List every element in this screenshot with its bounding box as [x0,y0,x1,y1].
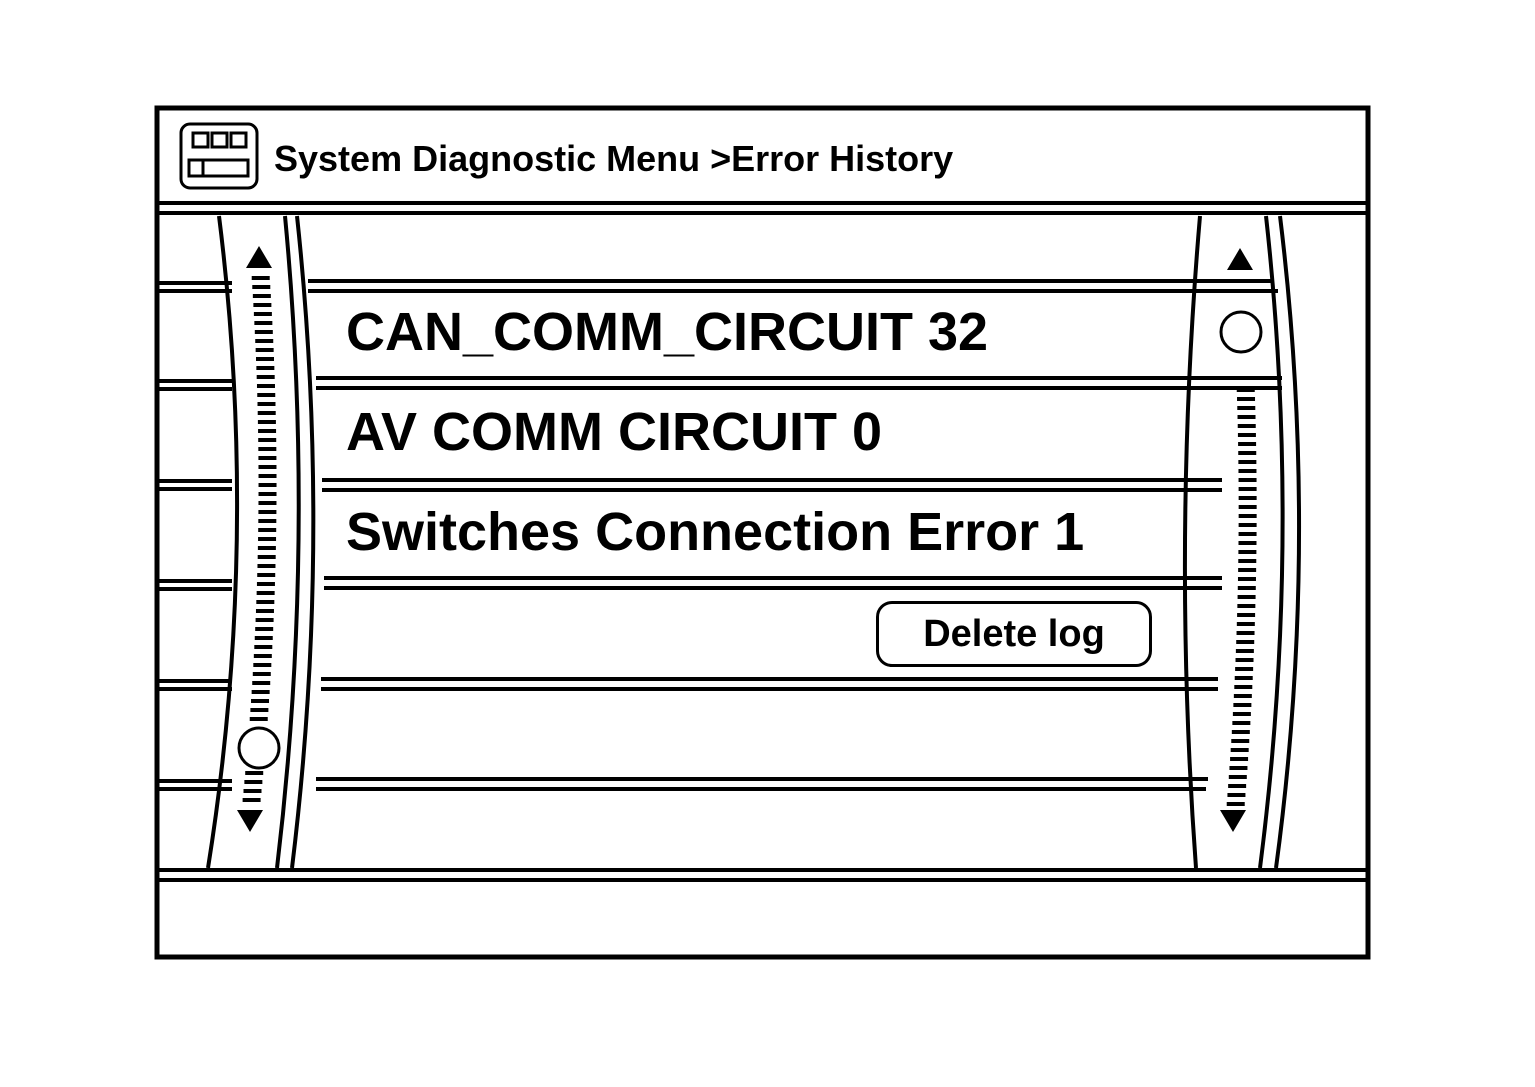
circle-thumb-icon[interactable] [237,726,281,770]
page-title: System Diagnostic Menu >Error History [274,138,954,179]
delete-log-button[interactable]: Delete log [876,601,1152,667]
arrow-up-icon[interactable] [246,246,272,268]
circle-thumb-icon[interactable] [1219,310,1263,354]
right-scroll-ticks [1226,388,1257,806]
menu-grid-icon [179,122,259,190]
delete-log-label: Delete log [923,613,1105,655]
left-row-stubs [159,281,232,791]
error-item-label: CAN_COMM_CIRCUIT 32 [346,302,989,362]
arrow-down-icon[interactable] [1220,810,1246,832]
list-row-separators [308,279,1282,791]
screen-border [154,105,1371,960]
error-item-label: Switches Connection Error 1 [346,502,1085,562]
left-scroll-track [206,215,316,869]
left-scroll-ticks [242,276,277,802]
right-scroll-track [1182,215,1302,869]
arrow-up-icon[interactable] [1227,248,1253,270]
footer-divider [159,868,1366,882]
arrow-down-icon[interactable] [237,810,263,832]
error-item-label: AV COMM CIRCUIT 0 [346,402,882,462]
header-divider [159,201,1366,215]
